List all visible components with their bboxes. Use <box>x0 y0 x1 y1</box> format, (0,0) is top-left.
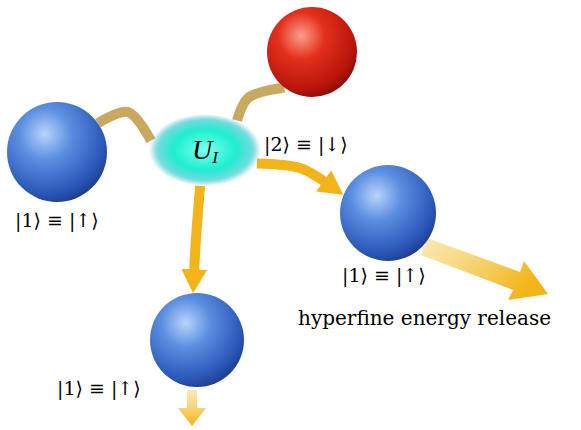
state-label: |1⟩ ≡ |↑⟩ <box>342 265 426 286</box>
operator-symbol: U <box>192 134 212 166</box>
operator-label: UI <box>149 114 261 186</box>
state-label: |1⟩ ≡ |↑⟩ <box>57 378 141 399</box>
atom-up: |1⟩ ≡ |↑⟩ <box>150 293 244 387</box>
interaction-glow: UI <box>149 114 261 186</box>
sphere-fill <box>340 165 436 261</box>
sphere-fill <box>7 102 107 202</box>
operator-subscript: I <box>212 148 218 168</box>
annotation: hyperfine energy release <box>298 307 551 329</box>
sphere-shape <box>267 7 357 97</box>
interaction-arrow <box>194 186 200 271</box>
atom-up: |1⟩ ≡ |↑⟩ <box>340 165 436 261</box>
state-label: |1⟩ ≡ |↑⟩ <box>15 210 99 231</box>
glow-fill <box>149 114 261 186</box>
interaction-arrow <box>98 112 151 141</box>
sphere-shape <box>340 165 436 261</box>
recoil-arrow <box>178 390 206 426</box>
interaction-arrow <box>237 87 284 120</box>
sphere-shape <box>7 102 107 202</box>
state-label: |2⟩ ≡ |↓⟩ <box>264 134 348 155</box>
sphere-fill <box>150 293 244 387</box>
atom-up: |1⟩ ≡ |↑⟩ <box>7 102 107 202</box>
sphere-fill <box>267 7 357 97</box>
sphere-shape <box>150 293 244 387</box>
release-arrow <box>421 238 548 300</box>
atom-down: |2⟩ ≡ |↓⟩ <box>267 7 357 97</box>
interaction-arrow <box>257 163 325 182</box>
